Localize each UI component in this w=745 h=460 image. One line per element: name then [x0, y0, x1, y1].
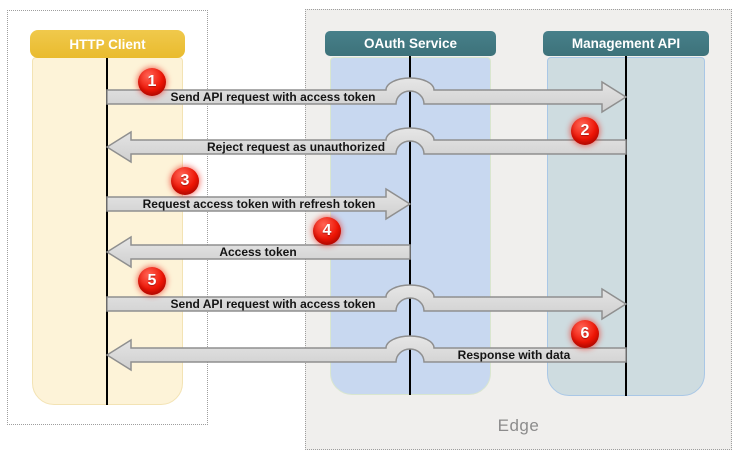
message-label-4: Access token	[219, 245, 297, 259]
actor-oauth-service: OAuth Service	[325, 31, 496, 56]
actor-management-api: Management API	[543, 31, 709, 56]
message-arrow-5	[106, 284, 628, 321]
edge-group-label: Edge	[497, 416, 540, 435]
message-label-2: Reject request as unauthorized	[206, 140, 386, 154]
step-badge-2: 2	[571, 117, 599, 145]
lifeline-http-client	[106, 57, 108, 405]
step-badge-4: 4	[313, 217, 341, 245]
message-label-1: Send API request with access token	[170, 90, 376, 104]
actor-http-client: HTTP Client	[30, 30, 185, 58]
message-arrow-6	[105, 335, 627, 372]
lifeline-oauth-service	[409, 56, 411, 395]
message-label-5: Send API request with access token	[170, 297, 376, 311]
lifeline-management-api	[625, 56, 627, 396]
message-arrow-3	[106, 187, 412, 221]
message-arrow-1	[106, 77, 628, 114]
step-badge-3: 3	[171, 167, 199, 195]
step-badge-6: 6	[571, 320, 599, 348]
step-badge-1: 1	[138, 68, 166, 96]
message-arrow-4	[105, 235, 411, 269]
step-badge-5: 5	[138, 267, 166, 295]
message-arrow-2	[105, 127, 627, 164]
message-label-6: Response with data	[457, 348, 571, 362]
message-label-3: Request access token with refresh token	[142, 197, 376, 211]
